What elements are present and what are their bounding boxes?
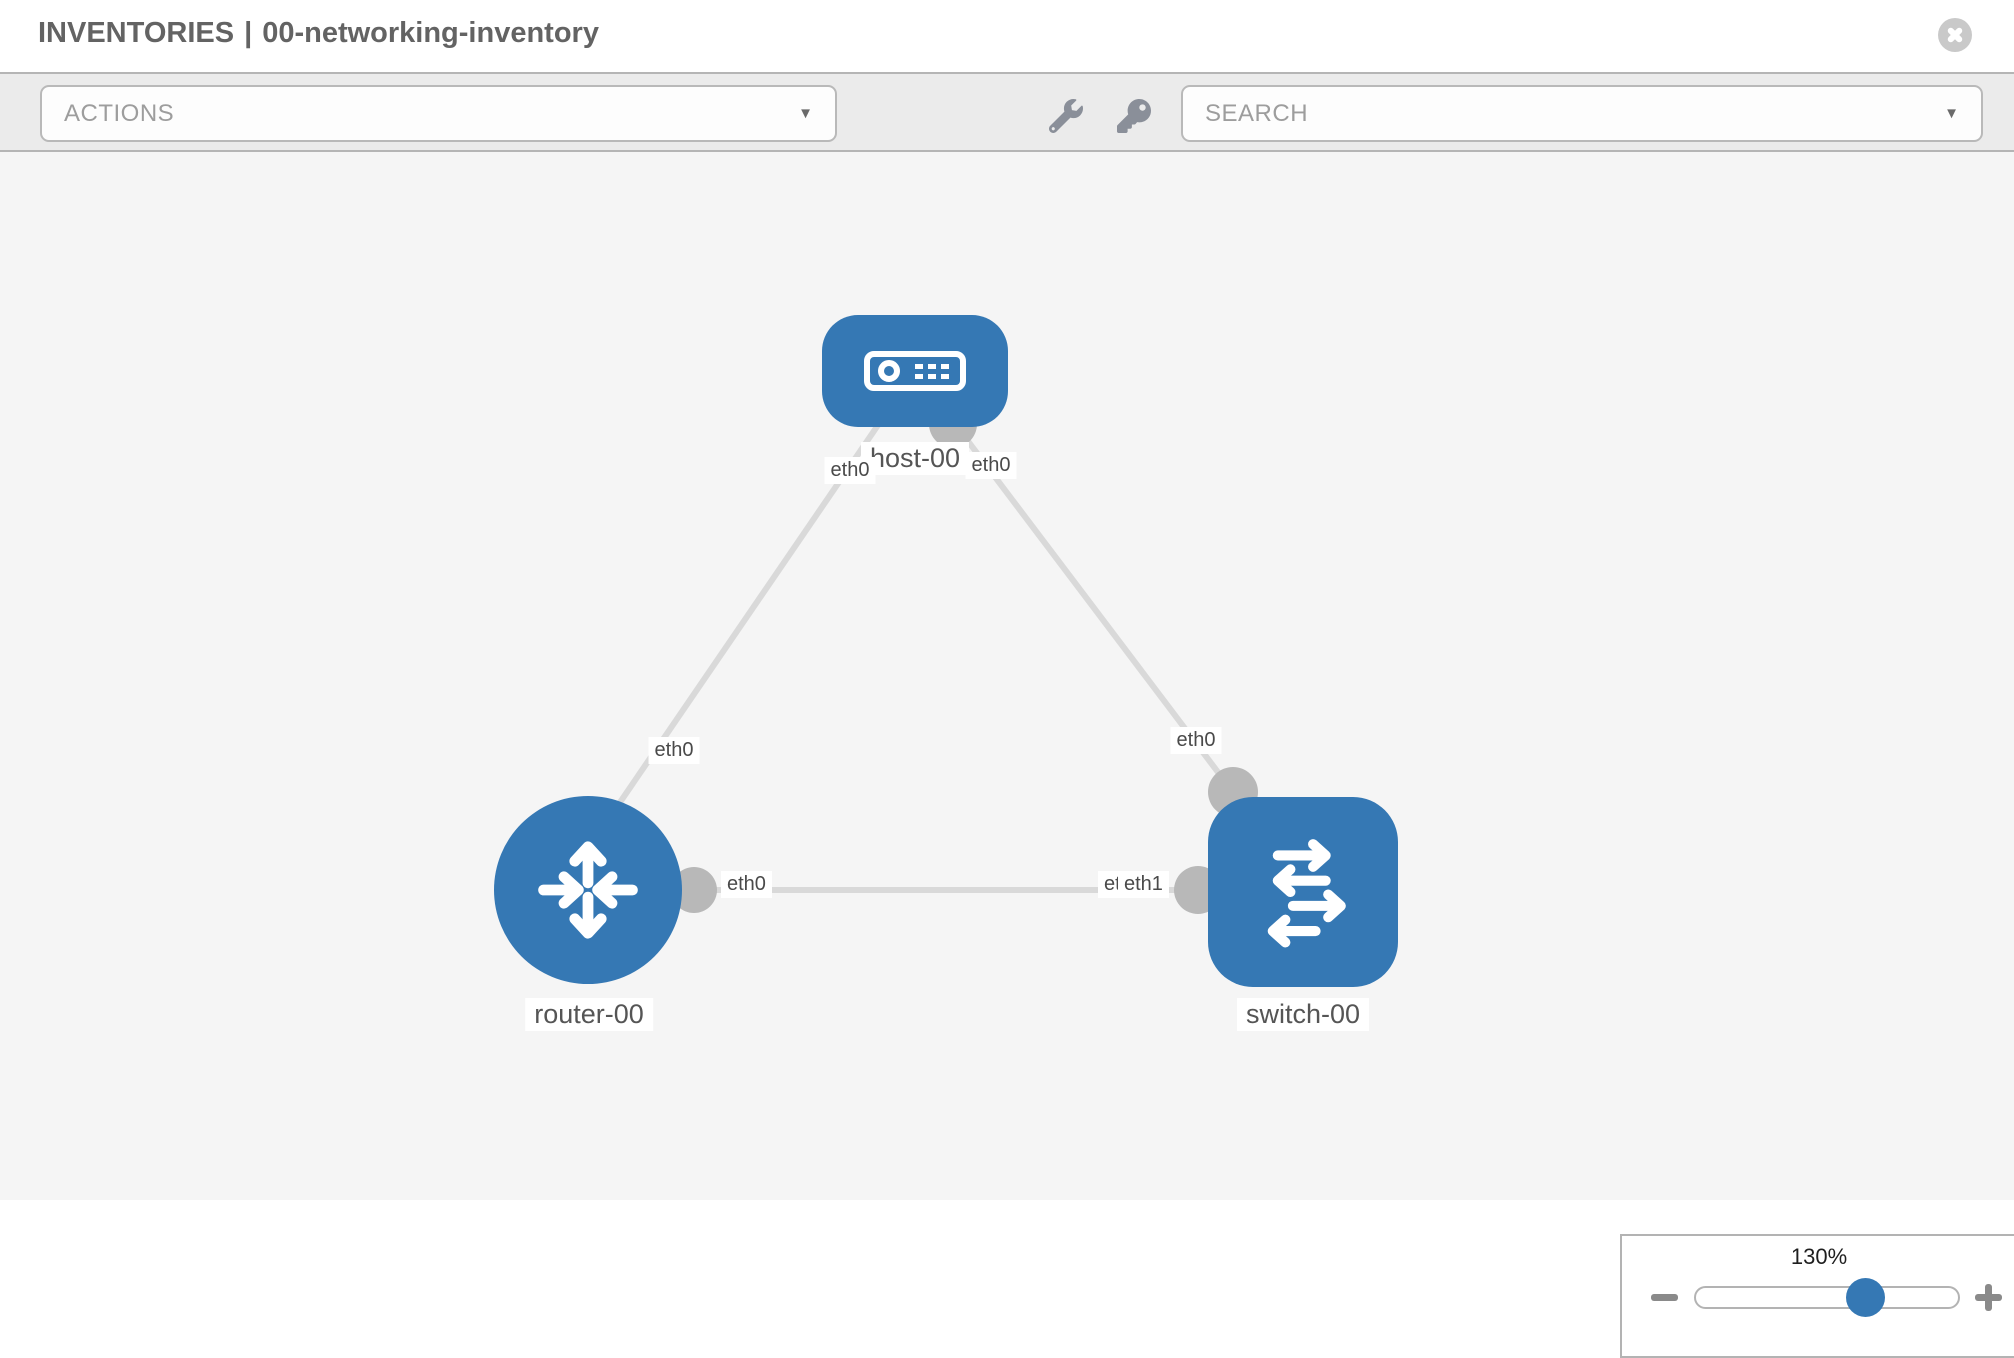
zoom-panel: 130% [1620,1234,2014,1358]
interface-label-router-eth0: eth0 [721,871,772,898]
configure-button[interactable] [1048,99,1083,134]
interface-label-switch-eth1: eth1 [1118,871,1169,898]
zoom-slider-track[interactable] [1694,1286,1960,1309]
node-router-00[interactable] [494,796,682,984]
actions-dropdown[interactable]: ACTIONS ▼ [40,85,837,142]
zoom-in-button[interactable] [1975,1284,2002,1311]
node-switch-00[interactable] [1208,797,1398,987]
breadcrumb-section: INVENTORIES [38,17,235,49]
zoom-out-button[interactable] [1651,1294,1678,1301]
node-label-router: router-00 [525,998,653,1031]
node-host-00[interactable] [822,315,1008,427]
interface-label-router-eth0-up: eth0 [648,737,700,764]
zoom-level-value: 130% [1790,1244,1848,1269]
zoom-slider-thumb[interactable] [1846,1278,1885,1317]
page-header: INVENTORIES | 00-networking-inventory [0,0,2014,72]
node-label-switch: switch-00 [1236,998,1370,1031]
topology-links [557,369,1303,914]
interface-label-host-eth0-right: eth0 [965,452,1017,479]
host-icon [864,351,966,391]
topology-canvas[interactable]: host-00 router-00 switch-00 eth0 eth0 et… [0,152,2014,1358]
interface-label-host-eth0-left: eth0 [824,457,876,484]
interface-label-switch-eth0-up: eth0 [1170,727,1222,754]
chevron-down-icon: ▼ [798,105,813,122]
breadcrumb-separator: | [244,17,253,49]
chevron-down-icon: ▼ [1944,105,1959,122]
node-label-host: host-00 [860,442,970,475]
credentials-button[interactable] [1117,99,1151,133]
inventory-name: 00-networking-inventory [262,17,599,49]
wrench-icon [1048,99,1083,134]
key-icon [1117,99,1151,133]
close-button[interactable] [1938,18,1972,52]
actions-dropdown-label: ACTIONS [64,99,175,127]
interface-dot-router[interactable] [671,867,717,913]
search-placeholder: SEARCH [1205,99,1309,127]
toolbar: ACTIONS ▼ SEARCH ▼ [0,72,2014,152]
plus-icon [1985,1284,1992,1311]
page-title: INVENTORIES | 00-networking-inventory [38,17,599,50]
search-dropdown[interactable]: SEARCH ▼ [1181,85,1983,142]
router-icon [538,841,638,939]
switch-icon [1267,839,1346,948]
